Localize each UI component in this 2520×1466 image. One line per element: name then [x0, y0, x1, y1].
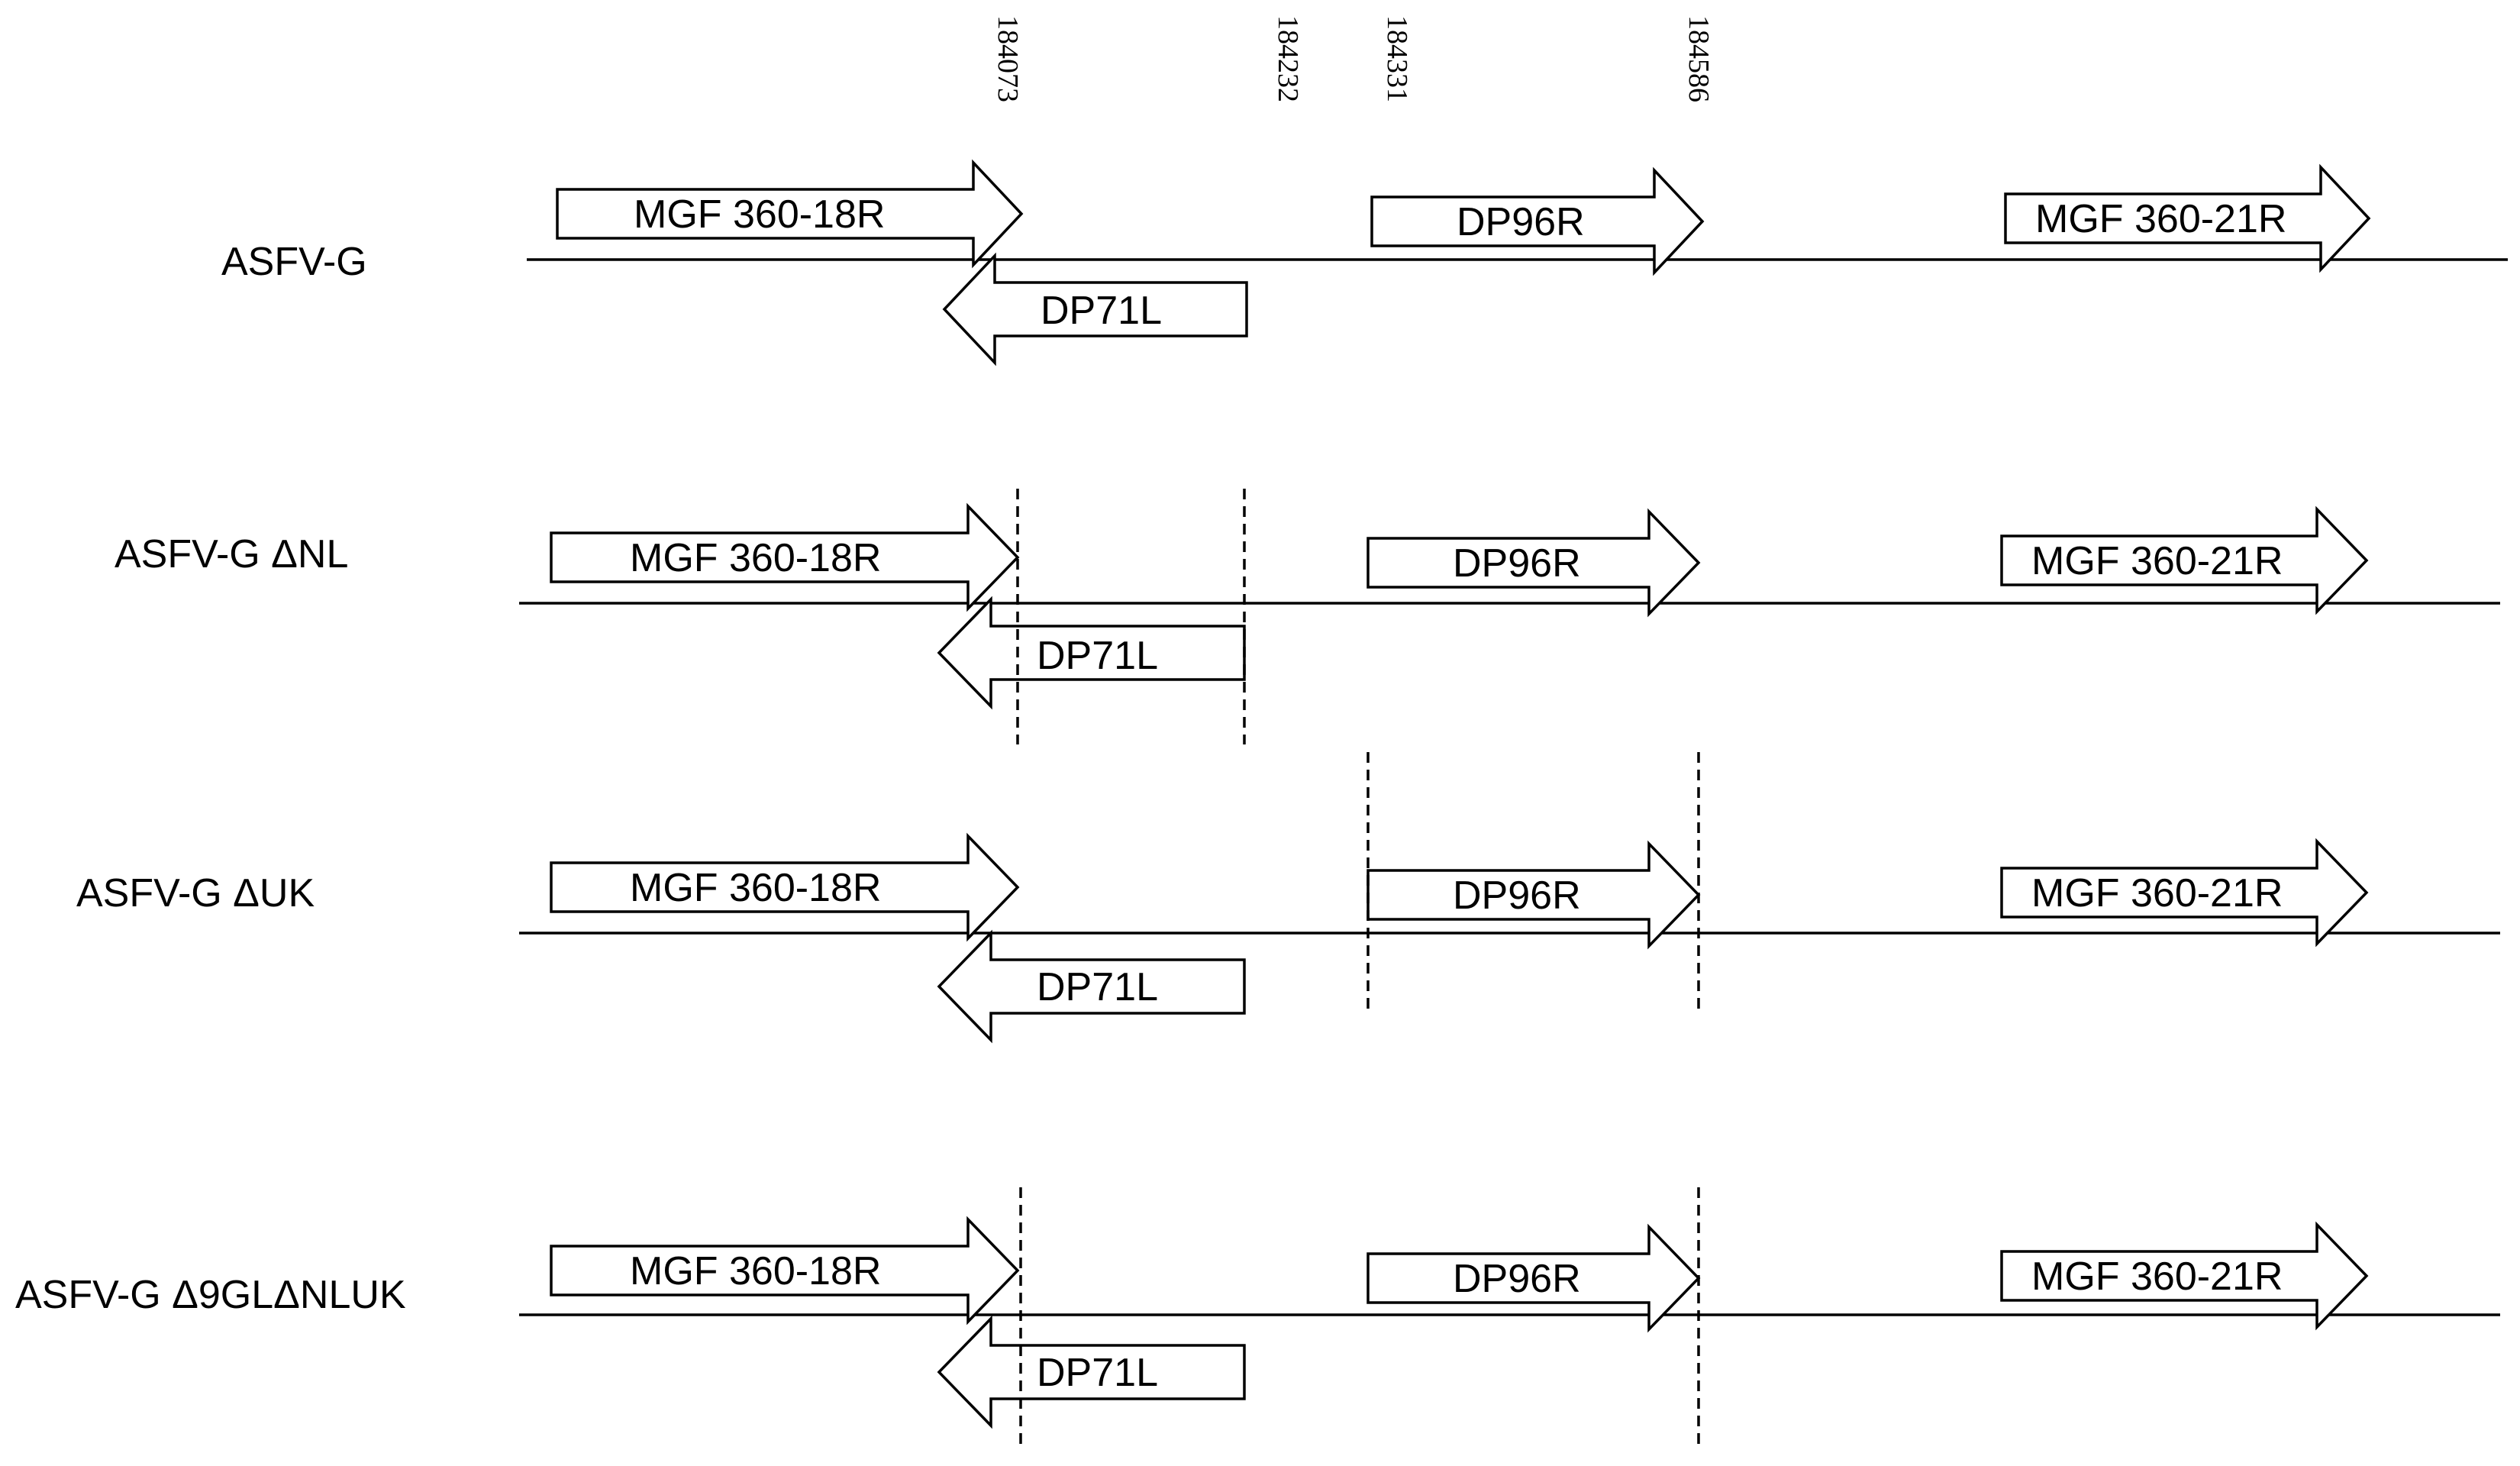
strain-label: ASFV-G ΔNL	[115, 532, 348, 576]
gene-label-dp71l: DP71L	[1037, 1351, 1158, 1395]
gene-arrow-mgf-360-21r	[2000, 505, 2369, 615]
gene-label-dp71l: DP71L	[1037, 965, 1158, 1009]
gene-arrow-dp71l	[942, 252, 1248, 366]
strain-row-asfv-g-d9gldnluk: ASFV-G Δ9GLΔNLUK MGF 360-18R DP71L DP96R…	[15, 1187, 2500, 1447]
coordinate-labels: 184073 184232 184331 184586	[992, 15, 1715, 102]
gene-arrow-mgf-360-21r	[2004, 163, 2371, 273]
gene-label-mgf-360-18r: MGF 360-18R	[630, 1249, 881, 1293]
coordinate-184232: 184232	[1272, 15, 1304, 102]
gene-label-dp96r: DP96R	[1453, 541, 1581, 586]
gene-arrow-dp96r	[1370, 166, 1705, 276]
gene-arrow-dp96r	[1366, 840, 1701, 950]
strain-row-asfv-g-duk: ASFV-G ΔUK MGF 360-18R DP71L DP96R MGF 3…	[76, 752, 2500, 1044]
strain-label: ASFV-G Δ9GLΔNLUK	[15, 1273, 406, 1317]
gene-arrow-mgf-360-18r	[556, 159, 1024, 269]
gene-label-mgf-360-21r: MGF 360-21R	[2031, 539, 2283, 583]
gene-arrow-dp96r	[1366, 1223, 1701, 1333]
gene-arrow-mgf-360-21r	[2000, 838, 2369, 948]
gene-label-mgf-360-18r: MGF 360-18R	[630, 866, 881, 910]
gene-label-mgf-360-21r: MGF 360-21R	[2031, 871, 2283, 915]
strain-row-asfv-g: ASFV-G MGF 360-18R DP71L DP96R MGF 360-2…	[221, 159, 2508, 366]
gene-label-mgf-360-18r: MGF 360-18R	[634, 192, 885, 237]
gene-label-mgf-360-21r: MGF 360-21R	[2035, 197, 2286, 241]
gene-label-dp96r: DP96R	[1457, 200, 1585, 244]
coordinate-184073: 184073	[992, 15, 1024, 102]
gene-arrow-dp96r	[1366, 508, 1701, 618]
coordinate-184586: 184586	[1683, 15, 1715, 102]
gene-arrow-dp71l	[937, 1315, 1246, 1429]
strain-label: ASFV-G	[221, 240, 367, 284]
gene-label-dp96r: DP96R	[1453, 1257, 1581, 1301]
gene-arrow-mgf-360-18r	[550, 832, 1020, 942]
gene-arrow-dp71l	[937, 929, 1246, 1044]
gene-arrow-dp71l	[937, 596, 1246, 710]
gene-label-mgf-360-21r: MGF 360-21R	[2031, 1254, 2283, 1299]
strain-label: ASFV-G ΔUK	[76, 871, 315, 915]
strain-row-asfv-g-dnl: ASFV-G ΔNL MGF 360-18R DP71L DP96R MGF 3…	[115, 489, 2500, 744]
gene-label-mgf-360-18r: MGF 360-18R	[630, 536, 881, 580]
gene-label-dp71l: DP71L	[1041, 289, 1162, 333]
gene-label-dp96r: DP96R	[1453, 873, 1581, 918]
gene-label-dp71l: DP71L	[1037, 634, 1158, 678]
gene-arrow-mgf-360-18r	[550, 1216, 1020, 1326]
coordinate-184331: 184331	[1381, 15, 1413, 102]
gene-arrow-mgf-360-21r	[2000, 1221, 2369, 1331]
gene-arrow-mgf-360-18r	[550, 502, 1020, 612]
